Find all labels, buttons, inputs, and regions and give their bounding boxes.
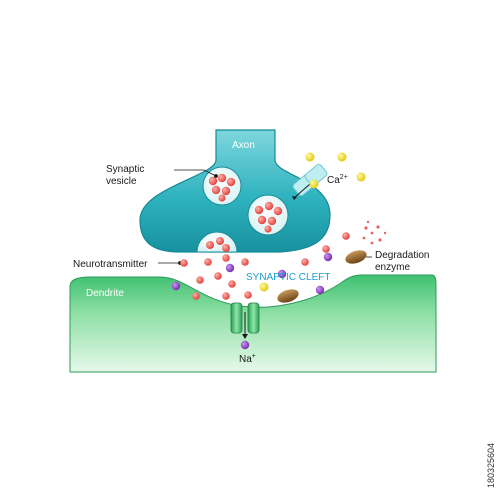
calcium-label: Ca2+ xyxy=(327,174,348,186)
calcium-label-charge: 2+ xyxy=(340,174,348,181)
synaptic-vesicle xyxy=(247,194,289,236)
sodium-ion xyxy=(171,252,333,350)
sodium-label-symbol: Na xyxy=(239,354,252,365)
synaptic-vesicle-label: Synaptic vesicle xyxy=(106,164,147,187)
stock-id-text: 180325604 xyxy=(486,442,496,488)
calcium-label-symbol: Ca xyxy=(327,175,340,186)
degradation-enzyme-label-line1: Degradation xyxy=(375,250,429,261)
stock-id: 180325604 xyxy=(484,388,498,498)
synaptic-vesicle-label-line2: vesicle xyxy=(106,176,137,187)
synaptic-vesicle-label-line1: Synaptic xyxy=(106,164,144,175)
neurotransmitter-label: Neurotransmitter xyxy=(73,259,148,270)
degraded-fragments xyxy=(362,220,387,245)
calcium-ion xyxy=(259,152,366,292)
neurotransmitter-legend-dot xyxy=(180,259,188,267)
fusing-vesicle xyxy=(196,231,238,253)
synaptic-vesicle xyxy=(202,166,242,206)
synaptic-cleft-label: SYNAPTIC CLEFT xyxy=(246,272,330,283)
receptor-channel xyxy=(230,302,260,339)
axon-label: Axon xyxy=(232,140,255,151)
degradation-enzyme-label-line2: enzyme xyxy=(375,262,410,273)
degradation-enzyme xyxy=(277,250,367,303)
sodium-label: Na+ xyxy=(239,353,256,365)
degradation-enzyme-label: Degradation enzyme xyxy=(375,250,432,273)
dendrite-label: Dendrite xyxy=(86,288,124,299)
calcium-channel xyxy=(292,163,328,200)
sodium-label-charge: + xyxy=(252,353,256,360)
neurotransmitter-molecule xyxy=(192,232,350,300)
